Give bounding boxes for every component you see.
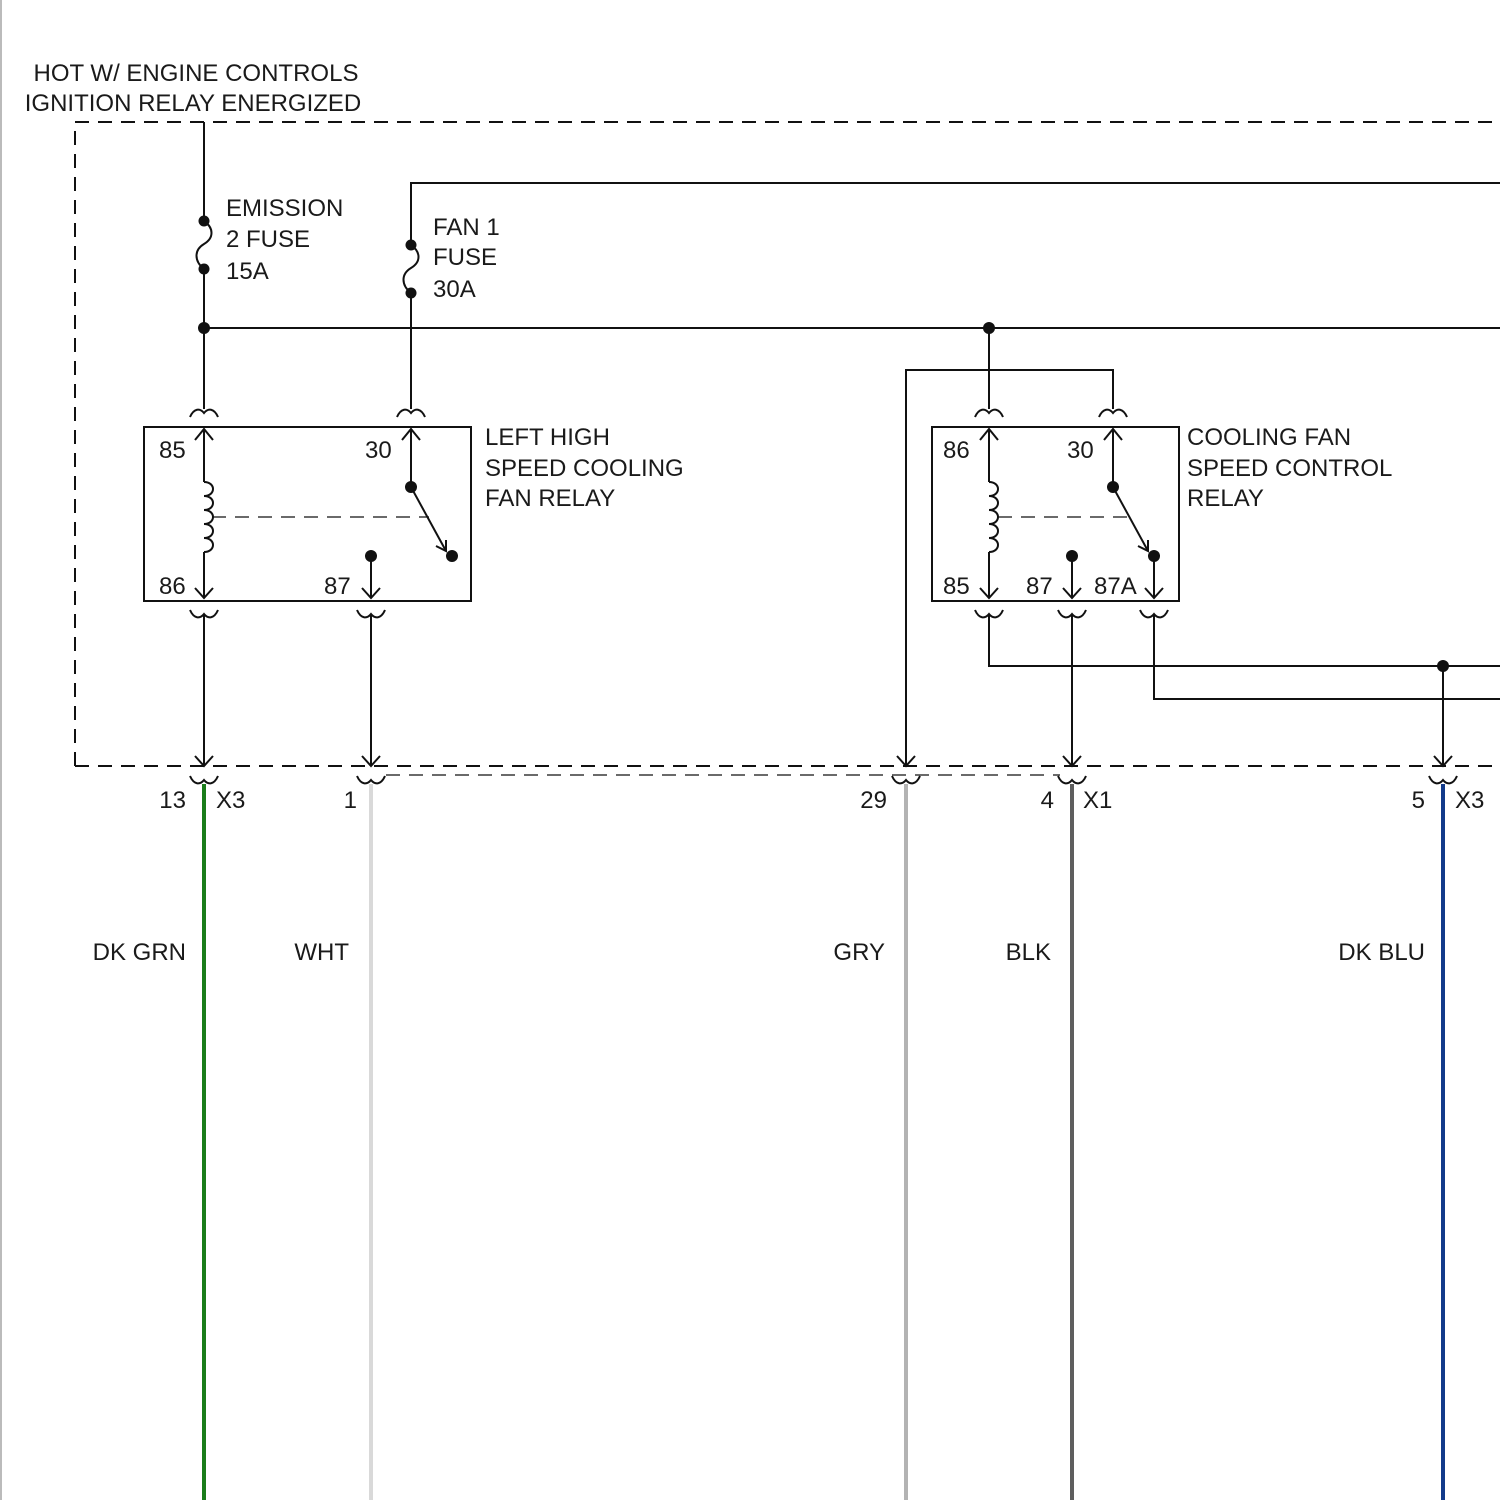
pin-29: 29 bbox=[860, 787, 887, 814]
svg-text:30A: 30A bbox=[433, 276, 476, 303]
wire-color-label-dk-grn: DK GRN bbox=[93, 939, 186, 966]
wire-color-label-blk: BLK bbox=[1006, 939, 1051, 966]
svg-text:FAN 1: FAN 1 bbox=[433, 214, 500, 241]
svg-text:LEFT HIGH: LEFT HIGH bbox=[485, 424, 610, 451]
left-relay-pin-87: 87 bbox=[324, 573, 351, 600]
header-line-2: IGNITION RELAY ENERGIZED bbox=[25, 90, 362, 117]
svg-text:FAN RELAY: FAN RELAY bbox=[485, 485, 615, 512]
connector-x1: X1 bbox=[1083, 787, 1112, 814]
ignition-bus bbox=[204, 322, 1500, 409]
left-high-speed-cooling-fan-relay bbox=[144, 410, 471, 618]
wire-color-label-wht: WHT bbox=[294, 939, 349, 966]
left-relay-output-wires bbox=[195, 614, 380, 766]
connector-cavities bbox=[190, 776, 1457, 783]
right-relay-pin-87a: 87A bbox=[1094, 573, 1137, 600]
pin-4: 4 bbox=[1041, 787, 1054, 814]
wire-color-label-gry: GRY bbox=[833, 939, 885, 966]
connector-x3-a: X3 bbox=[216, 787, 245, 814]
pin-13: 13 bbox=[159, 787, 186, 814]
svg-text:FUSE: FUSE bbox=[433, 244, 497, 271]
svg-text:RELAY: RELAY bbox=[1187, 485, 1264, 512]
emission-fuse-label: EMISSION 2 FUSE 15A bbox=[226, 195, 343, 285]
svg-text:15A: 15A bbox=[226, 258, 269, 285]
left-relay-pin-85: 85 bbox=[159, 437, 186, 464]
connector-x3-b: X3 bbox=[1455, 787, 1484, 814]
left-relay-pin-86: 86 bbox=[159, 573, 186, 600]
emission-fuse-circuit bbox=[197, 122, 212, 409]
right-relay-pin-30: 30 bbox=[1067, 437, 1094, 464]
right-relay-pin-85: 85 bbox=[943, 573, 970, 600]
svg-text:COOLING FAN: COOLING FAN bbox=[1187, 424, 1351, 451]
right-relay-pin-87: 87 bbox=[1026, 573, 1053, 600]
fan1-fuse-label: FAN 1 FUSE 30A bbox=[433, 214, 500, 303]
svg-text:EMISSION: EMISSION bbox=[226, 195, 343, 222]
svg-text:SPEED CONTROL: SPEED CONTROL bbox=[1187, 455, 1392, 482]
fan1-fuse-circuit bbox=[404, 183, 1500, 409]
wire-color-label-dk-blu: DK BLU bbox=[1338, 939, 1425, 966]
left-relay-pin-30: 30 bbox=[365, 437, 392, 464]
pin-1: 1 bbox=[344, 787, 357, 814]
right-relay-pin-86: 86 bbox=[943, 437, 970, 464]
svg-text:2 FUSE: 2 FUSE bbox=[226, 226, 310, 253]
svg-text:SPEED COOLING: SPEED COOLING bbox=[485, 455, 684, 482]
left-relay-label: LEFT HIGH SPEED COOLING FAN RELAY bbox=[485, 424, 684, 512]
header-line-1: HOT W/ ENGINE CONTROLS bbox=[34, 60, 359, 87]
right-relay-label: COOLING FAN SPEED CONTROL RELAY bbox=[1187, 424, 1392, 512]
pin-5: 5 bbox=[1412, 787, 1425, 814]
